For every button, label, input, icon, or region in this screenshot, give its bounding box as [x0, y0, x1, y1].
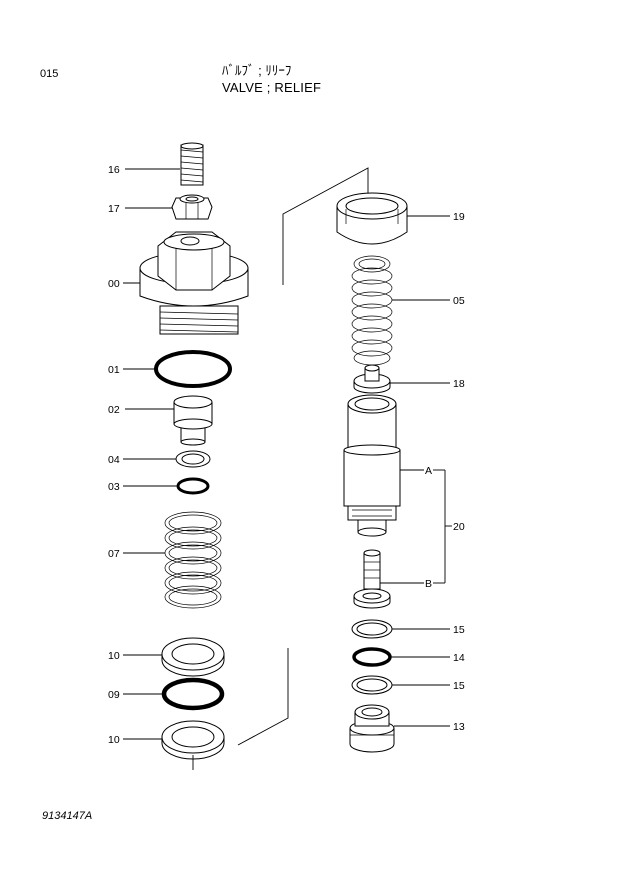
callout-00: 00 — [108, 278, 120, 290]
part-19-cap — [336, 192, 408, 245]
assembly-line-bottom — [237, 648, 289, 746]
part-15-backup-ring-lower — [351, 675, 393, 695]
part-10-washer-top — [161, 637, 225, 677]
callout-10-top: 10 — [108, 650, 120, 662]
callout-13: 13 — [453, 721, 465, 733]
callout-10-bottom: 10 — [108, 734, 120, 746]
part-02-poppet — [173, 395, 213, 446]
part-13-seat — [349, 704, 395, 753]
part-05-spring — [351, 255, 393, 366]
callout-19: 19 — [453, 211, 465, 223]
part-07-spring — [164, 511, 222, 609]
callout-09: 09 — [108, 689, 120, 701]
part-04-ring — [175, 450, 211, 468]
part-20-sleeve-a — [343, 394, 401, 537]
callout-15-lower: 15 — [453, 680, 465, 692]
callout-02: 02 — [108, 404, 120, 416]
callout-b: B — [425, 578, 432, 590]
part-14-o-ring — [352, 647, 392, 667]
part-18-spring-seat — [353, 364, 391, 394]
part-03-o-ring — [176, 477, 210, 495]
part-20-piston-b — [353, 549, 391, 609]
callout-14: 14 — [453, 652, 465, 664]
title-english: VALVE ; RELIEF — [222, 80, 322, 95]
title-japanese: ﾊﾞﾙﾌﾞ ; ﾘﾘｰﾌ — [222, 63, 292, 78]
part-16-set-screw — [180, 142, 204, 186]
part-01-o-ring — [154, 350, 232, 388]
drawing-code: 9134147A — [42, 810, 93, 822]
part-09-o-ring — [161, 677, 225, 711]
callout-07: 07 — [108, 548, 120, 560]
callout-18: 18 — [453, 378, 465, 390]
part-15-backup-ring-upper — [351, 619, 393, 639]
callout-03: 03 — [108, 481, 120, 493]
callout-01: 01 — [108, 364, 120, 376]
assembly-line-top — [282, 167, 369, 285]
callout-16: 16 — [108, 164, 120, 176]
part-10-washer-bottom — [161, 720, 225, 760]
callout-a: A — [425, 465, 432, 477]
callout-05: 05 — [453, 295, 465, 307]
callout-20: 20 — [453, 521, 465, 533]
part-00-plug-body — [139, 231, 249, 335]
part-17-nut — [171, 194, 213, 220]
callout-17: 17 — [108, 203, 120, 215]
page-number: 015 — [40, 68, 59, 80]
callout-04: 04 — [108, 454, 120, 466]
callout-15-upper: 15 — [453, 624, 465, 636]
